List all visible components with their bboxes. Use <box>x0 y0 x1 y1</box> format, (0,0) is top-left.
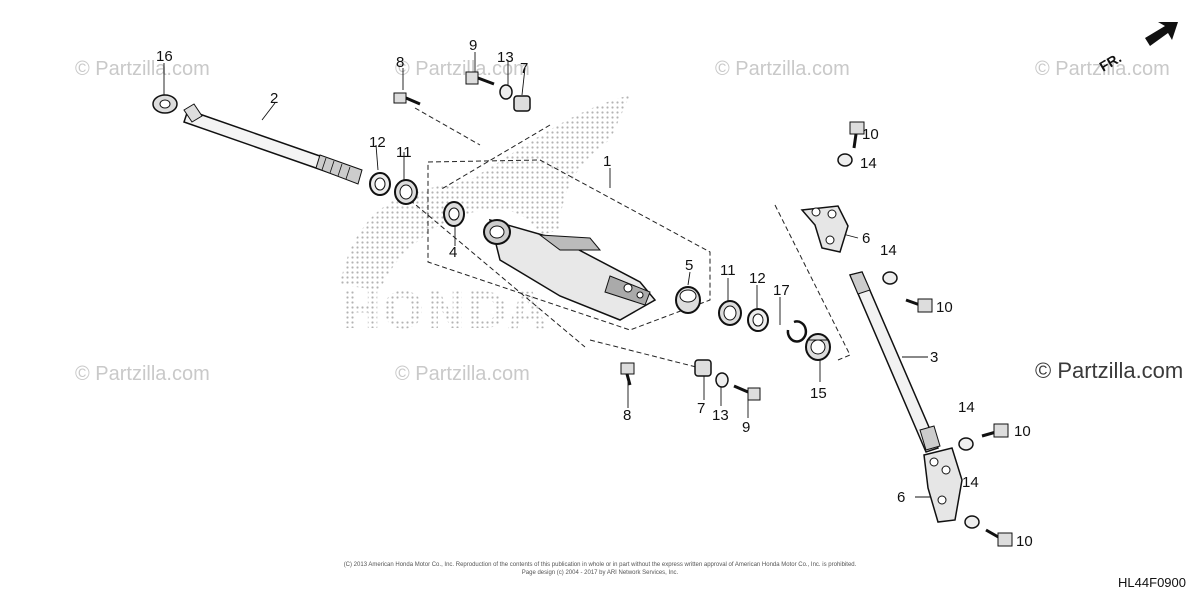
callout-6: 6 <box>862 230 870 247</box>
watermark-text: © Partzilla.com <box>395 58 530 80</box>
callout-14: 14 <box>958 399 975 416</box>
part-10-bolt-top <box>849 121 865 149</box>
callout-12: 12 <box>369 134 386 151</box>
part-16-cap <box>152 94 178 114</box>
watermark-text: © Partzilla.com <box>75 363 210 385</box>
part-8-lower-bolt <box>620 362 635 386</box>
callout-9: 9 <box>742 419 750 436</box>
callout-7: 7 <box>697 400 705 417</box>
callout-13: 13 <box>497 49 514 66</box>
part-15-bushing <box>805 333 831 361</box>
part-6-upper-joint <box>800 205 849 253</box>
callout-8: 8 <box>396 54 404 71</box>
part-10-bolt-low2 <box>985 528 1013 547</box>
callout-11: 11 <box>720 262 736 279</box>
part-12-lower-seal <box>747 308 769 332</box>
callout-14: 14 <box>880 242 897 259</box>
part-3-intermediate-shaft <box>848 271 941 453</box>
part-17-circlip <box>786 320 808 343</box>
callout-10: 10 <box>862 126 879 143</box>
honda-brand-text: HONDA <box>340 282 547 340</box>
part-2-steering-shaft <box>183 103 363 185</box>
part-9-lower-bolt <box>733 384 761 401</box>
watermark-text: © Partzilla.com <box>1035 58 1170 80</box>
copyright-line-1: (C) 2013 American Honda Motor Co., Inc. … <box>343 562 857 568</box>
callout-10: 10 <box>1016 533 1033 550</box>
callout-14: 14 <box>860 155 877 172</box>
callout-10: 10 <box>936 299 953 316</box>
part-11-upper-bearing <box>394 179 418 205</box>
part-13-upper-washer <box>499 84 513 100</box>
part-5-bushing <box>675 286 701 314</box>
callout-6: 6 <box>897 489 905 506</box>
part-6-lower-joint <box>923 447 963 523</box>
callout-3: 3 <box>930 349 938 366</box>
callout-numbers: 16 2 8 9 13 7 12 11 1 4 5 11 12 17 15 8 … <box>156 37 1033 550</box>
part-14-washer-low1 <box>958 437 974 451</box>
part-11-lower-bearing <box>718 300 742 326</box>
callout-11: 11 <box>396 144 412 161</box>
diagram-code: HL44F0900 <box>1118 575 1186 590</box>
part-14-washer-mid <box>882 271 898 285</box>
part-10-bolt-mid <box>905 298 933 313</box>
callout-1: 1 <box>603 153 611 170</box>
part-8-upper-bolt <box>393 92 421 106</box>
part-4-bushing <box>443 201 465 227</box>
callout-15: 15 <box>810 385 827 402</box>
callout-8: 8 <box>623 407 631 424</box>
callout-14: 14 <box>962 474 979 491</box>
callout-2: 2 <box>270 90 278 107</box>
corner-watermark: © Partzilla.com <box>1035 358 1183 383</box>
copyright-line-2: Page design (c) 2004 - 2017 by ARI Netwo… <box>521 570 679 576</box>
callout-12: 12 <box>749 270 766 287</box>
callout-10: 10 <box>1014 423 1031 440</box>
callout-16: 16 <box>156 48 173 65</box>
honda-logo-watermark: HONDA <box>340 95 630 340</box>
watermark-text: © Partzilla.com <box>715 58 850 80</box>
watermarks: © Partzilla.com © Partzilla.com © Partzi… <box>75 58 1183 385</box>
callout-4: 4 <box>449 244 457 261</box>
callout-7: 7 <box>520 60 528 77</box>
watermark-text: © Partzilla.com <box>75 58 210 80</box>
callout-9: 9 <box>469 37 477 54</box>
callout-17: 17 <box>773 282 790 299</box>
part-12-upper-seal <box>369 172 391 196</box>
part-1-column-housing <box>483 218 657 321</box>
part-9-upper-bolt <box>465 71 495 86</box>
assembly-outline <box>409 107 851 369</box>
callout-13: 13 <box>712 407 729 424</box>
callout-5: 5 <box>685 257 693 274</box>
part-7-upper-collar <box>513 95 531 112</box>
part-14-washer-top <box>837 153 853 167</box>
part-14-washer-low2 <box>964 515 980 529</box>
copyright-notice: (C) 2013 American Honda Motor Co., Inc. … <box>330 561 870 577</box>
part-7-lower-collar <box>694 359 712 377</box>
watermark-text: © Partzilla.com <box>395 363 530 385</box>
part-13-lower-washer <box>715 372 729 388</box>
part-10-bolt-low1 <box>981 423 1009 438</box>
